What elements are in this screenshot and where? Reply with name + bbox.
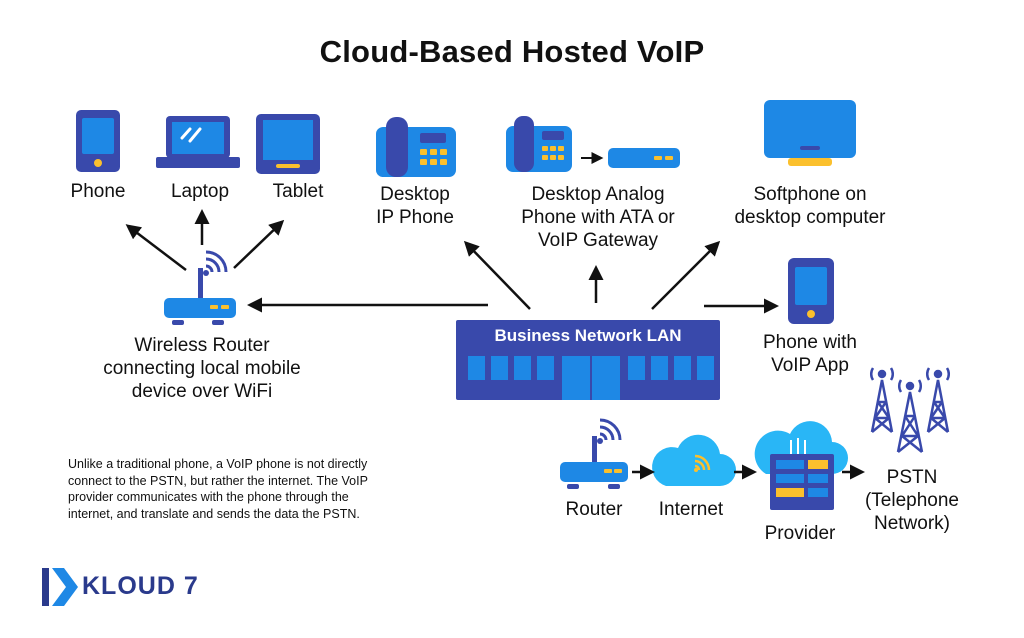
wireless-router-icon	[164, 250, 236, 325]
label-laptop: Laptop	[170, 181, 230, 202]
arrow-lan-to-softphone	[651, 240, 721, 310]
desk-phone-icon	[376, 117, 456, 177]
analog-phone-icon	[506, 116, 572, 172]
lan-label: Business Network LAN	[494, 326, 682, 345]
cell-tower-icon	[896, 379, 924, 453]
label-analog-phone: Desktop Analog Phone with ATA or VoIP Ga…	[521, 184, 675, 251]
ata-box-icon	[608, 148, 680, 168]
label-router: Router	[565, 499, 623, 520]
label-voip-app: Phone with VoIP App	[762, 332, 857, 376]
cell-tower-icon	[870, 367, 894, 433]
monitor-icon	[764, 100, 856, 166]
mobile-phone-icon	[76, 110, 120, 172]
lan-building-icon	[456, 320, 720, 400]
voip-app-phone-icon	[788, 258, 834, 324]
arrow-router-to-phone	[125, 224, 187, 271]
provider-server-icon	[754, 421, 848, 510]
cloud-icon	[652, 434, 736, 486]
tablet-icon	[256, 114, 320, 174]
arrow-lan-to-ip-phone	[463, 240, 531, 310]
label-desktop-ip-phone: Desktop IP Phone	[376, 184, 454, 228]
label-tablet: Tablet	[272, 181, 324, 202]
label-pstn: PSTN (Telephone Network)	[864, 467, 960, 534]
description-note: Unlike a traditional phone, a VoIP phone…	[68, 457, 368, 521]
logo-text: KLOUD 7	[82, 572, 199, 600]
label-softphone: Softphone on desktop computer	[734, 184, 886, 228]
page-title: Cloud-Based Hosted VoIP	[319, 34, 705, 69]
label-wireless-router: Wireless Router connecting local mobile …	[103, 335, 301, 402]
label-phone: Phone	[70, 181, 126, 202]
label-internet: Internet	[658, 499, 724, 520]
cell-tower-icon	[926, 367, 950, 433]
arrow-router-to-tablet	[233, 219, 285, 269]
label-provider: Provider	[764, 523, 836, 544]
router-icon	[560, 418, 628, 489]
laptop-icon	[156, 116, 240, 168]
kloud7-logo-icon	[42, 568, 78, 606]
